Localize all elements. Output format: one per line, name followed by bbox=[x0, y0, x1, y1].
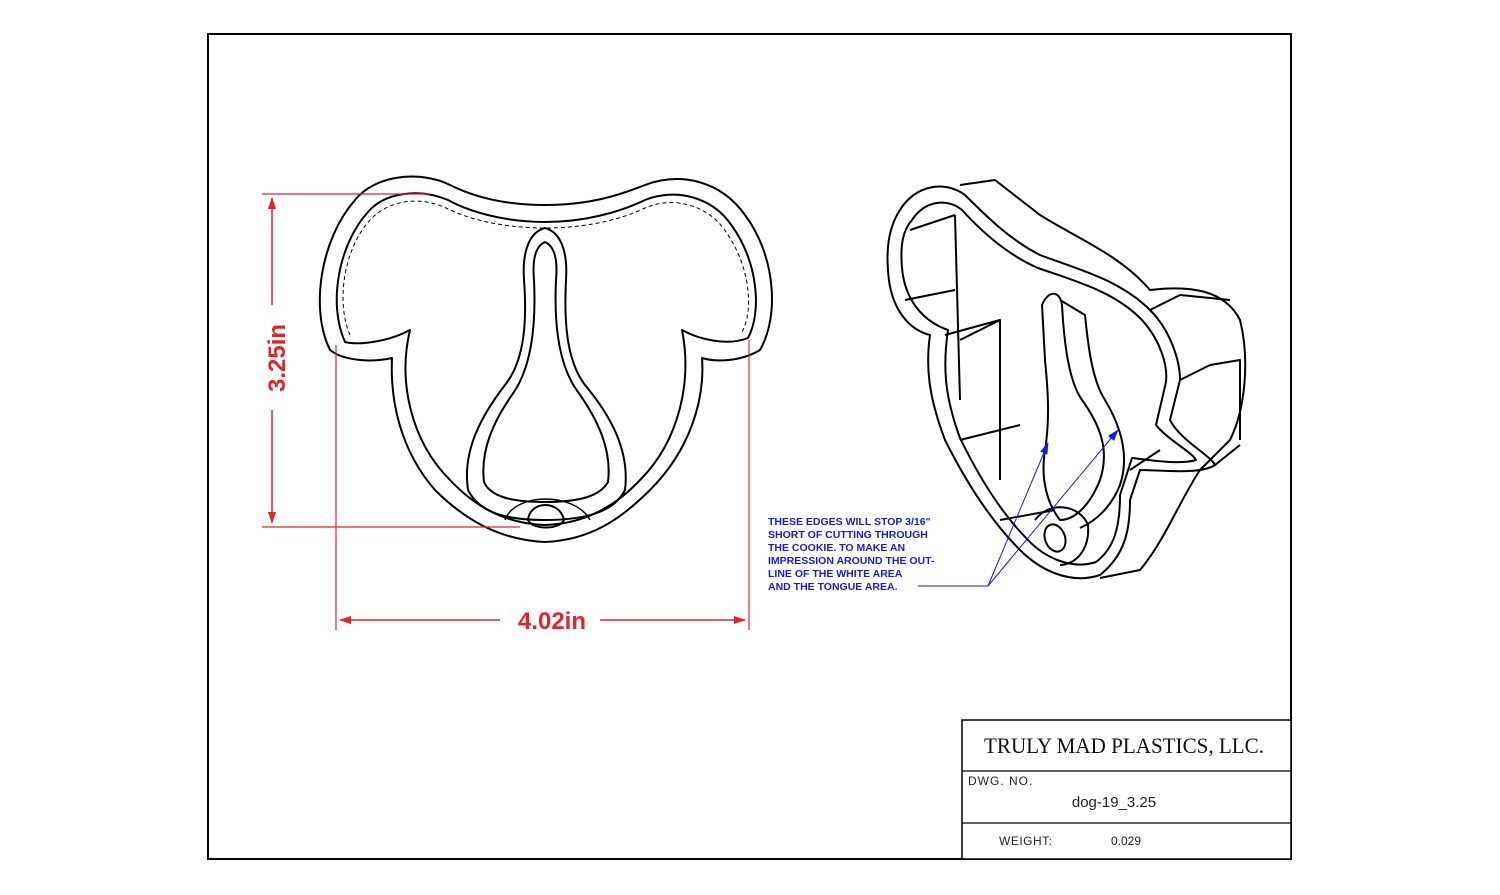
note-line-4: IMPRESSION AROUND THE OUT- bbox=[768, 555, 935, 567]
dimension-width-label: 4.02in bbox=[518, 608, 586, 635]
front-view-hidden-edge bbox=[342, 200, 750, 336]
front-view-inner-outline bbox=[335, 192, 757, 526]
iso-front-face-outer bbox=[886, 185, 1216, 580]
note-line-2: SHORT OF CUTTING THROUGH bbox=[768, 529, 928, 541]
title-block: TRULY MAD PLASTICS, LLC. DWG. NO. dog-19… bbox=[961, 719, 1292, 860]
weight-value: 0.029 bbox=[1111, 834, 1141, 848]
iso-blaze-inner bbox=[1059, 299, 1126, 529]
note-line-1: THESE EDGES WILL STOP 3/16" bbox=[768, 516, 931, 528]
front-view bbox=[318, 175, 773, 543]
note-leader-2 bbox=[987, 429, 1119, 587]
iso-tongue bbox=[1043, 523, 1067, 553]
isometric-view bbox=[886, 179, 1247, 580]
company-name: TRULY MAD PLASTICS, LLC. bbox=[984, 733, 1264, 758]
dwg-no-label: DWG. NO. bbox=[968, 774, 1033, 788]
front-view-blaze-inner bbox=[482, 241, 610, 503]
sheet-border bbox=[207, 33, 1292, 860]
iso-blaze-outer bbox=[1041, 292, 1105, 521]
note-line-5: LINE OF THE WHITE AREA bbox=[768, 568, 903, 580]
iso-depth-left bbox=[904, 214, 1056, 521]
dwg-no-value: dog-19_3.25 bbox=[1072, 794, 1156, 811]
iso-wall-left bbox=[954, 214, 1001, 480]
front-view-mouth-arc bbox=[504, 498, 591, 521]
front-view-outer-outline bbox=[318, 175, 773, 543]
note-line-3: THE COOKIE. TO MAKE AN bbox=[768, 542, 905, 554]
iso-depth-right bbox=[1129, 294, 1241, 471]
note-leader-1 bbox=[987, 442, 1049, 587]
note-line-6: AND THE TONGUE AREA. bbox=[768, 581, 898, 593]
dimension-height: 3.25in bbox=[262, 193, 520, 528]
front-view-blaze-outer bbox=[465, 227, 627, 521]
cutting-note: THESE EDGES WILL STOP 3/16" SHORT OF CUT… bbox=[768, 429, 1119, 593]
dimension-height-label: 3.25in bbox=[264, 324, 291, 392]
iso-tongue-ring bbox=[1034, 506, 1090, 566]
front-view-tongue bbox=[527, 504, 565, 529]
iso-back-face bbox=[959, 179, 1247, 579]
weight-label: WEIGHT: bbox=[999, 834, 1053, 848]
iso-wall-right bbox=[1179, 294, 1241, 440]
dimension-width: 4.02in bbox=[335, 340, 750, 635]
